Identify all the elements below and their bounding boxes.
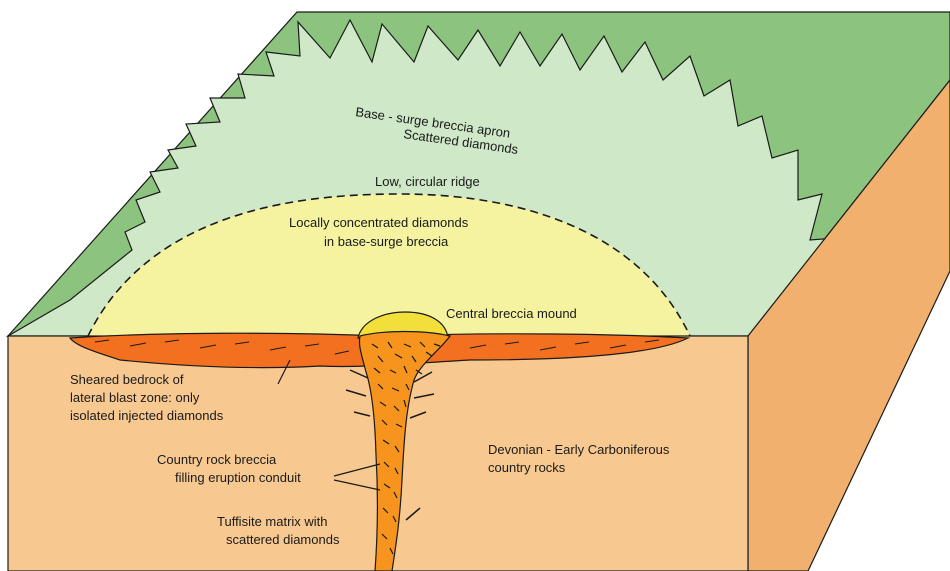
ridge-label: Low, circular ridge [375, 174, 480, 189]
concentrated-label-line2: in base-surge breccia [324, 234, 449, 249]
devonian-label-line2: country rocks [488, 460, 566, 475]
mound-label: Central breccia mound [446, 306, 577, 321]
tuffisite-label-line1: Tuffisite matrix with [217, 514, 328, 529]
sheared-label-line2: lateral blast zone: only [70, 390, 200, 405]
conduit-label-line2: filling eruption conduit [175, 470, 301, 485]
devonian-label-line1: Devonian - Early Carboniferous [488, 442, 670, 457]
tuffisite-label-line2: scattered diamonds [226, 532, 340, 547]
sheared-label-line3: isolated injected diamonds [70, 408, 224, 423]
conduit-label-line1: Country rock breccia [157, 452, 277, 467]
concentrated-label-line1: Locally concentrated diamonds [289, 215, 469, 230]
sheared-label-line1: Sheared bedrock of [70, 372, 184, 387]
